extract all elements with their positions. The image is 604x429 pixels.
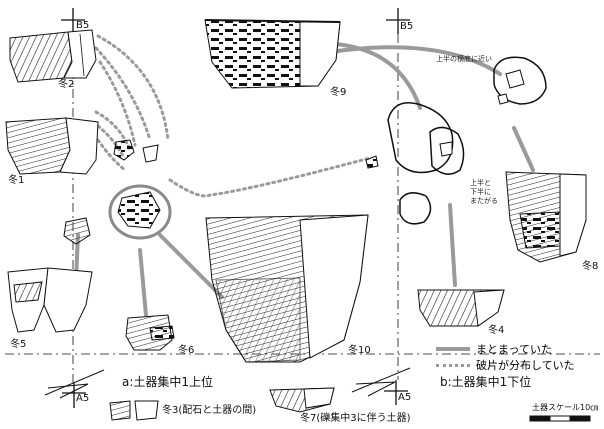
grid-cross-a5-right [384,380,408,405]
legend-dashed-label: 破片が分布していた [476,359,575,372]
grid-label-a5-right: A5 [398,392,412,403]
north-arrow-right [351,367,411,397]
solid-connectors [73,42,535,317]
label-fuyu10: 冬10 [348,345,371,356]
legend-solid-swatch [436,347,470,351]
grid-label-b5-right: B5 [400,21,414,32]
label-fuyu6: 冬6 [178,345,195,356]
vessel-fuyu6 [125,314,175,351]
grid-label-a5-left: A5 [76,393,90,404]
legend-solid: まとまっていた [436,341,552,357]
label-fuyu5: 冬5 [10,339,27,350]
vessel-fuyu3 [109,400,159,421]
grid-cross-b5-right [386,8,410,34]
legend-dashed-swatch [436,363,470,367]
group-label-b: b:土器集中1下位 [440,375,532,389]
vessel-fuyu7 [269,387,335,413]
label-fuyu7: 冬7(礫集中3に伴う土器) [300,413,411,424]
label-fuyu1: 冬1 [8,175,25,186]
scale-bar [529,415,591,422]
vessel-fuyu1 [5,117,99,175]
cluster-circle [108,184,172,240]
grid-cross-a5-left [62,383,86,408]
north-arrow-left [44,369,105,399]
fragment-cluster-a [63,139,161,245]
scale-label: 土器スケール10㎝ [532,403,599,412]
legend-dashed: 破片が分布していた [436,357,575,373]
note-straddle-2: 下半に [470,188,491,196]
vessel-fuyu4 [417,289,505,327]
vessel-fuyu8 [505,171,587,263]
group-label-a: a:土器集中1上位 [122,375,214,389]
note-upper-half: 上半の横底に近い [436,55,492,63]
label-fuyu3: 冬3(配石と土器の間) [162,405,257,416]
legend-solid-label: まとまっていた [476,343,553,356]
label-fuyu9: 冬9 [330,87,347,98]
label-fuyu2: 冬2 [58,79,75,90]
label-fuyu8: 冬8 [582,261,599,272]
vessel-fuyu10 [205,214,369,363]
vessel-fuyu9 [204,19,341,89]
grid-label-b5-left: B5 [76,20,90,31]
note-straddle-3: またがる [470,197,498,205]
note-straddle-1: 上半と [470,179,491,187]
vessel-fuyu2 [9,29,97,83]
label-fuyu4: 冬4 [488,325,505,336]
fragment-cluster-b-pieces [365,69,525,169]
vessel-fuyu5 [7,267,93,333]
grid-cross-b5-left [61,8,85,32]
